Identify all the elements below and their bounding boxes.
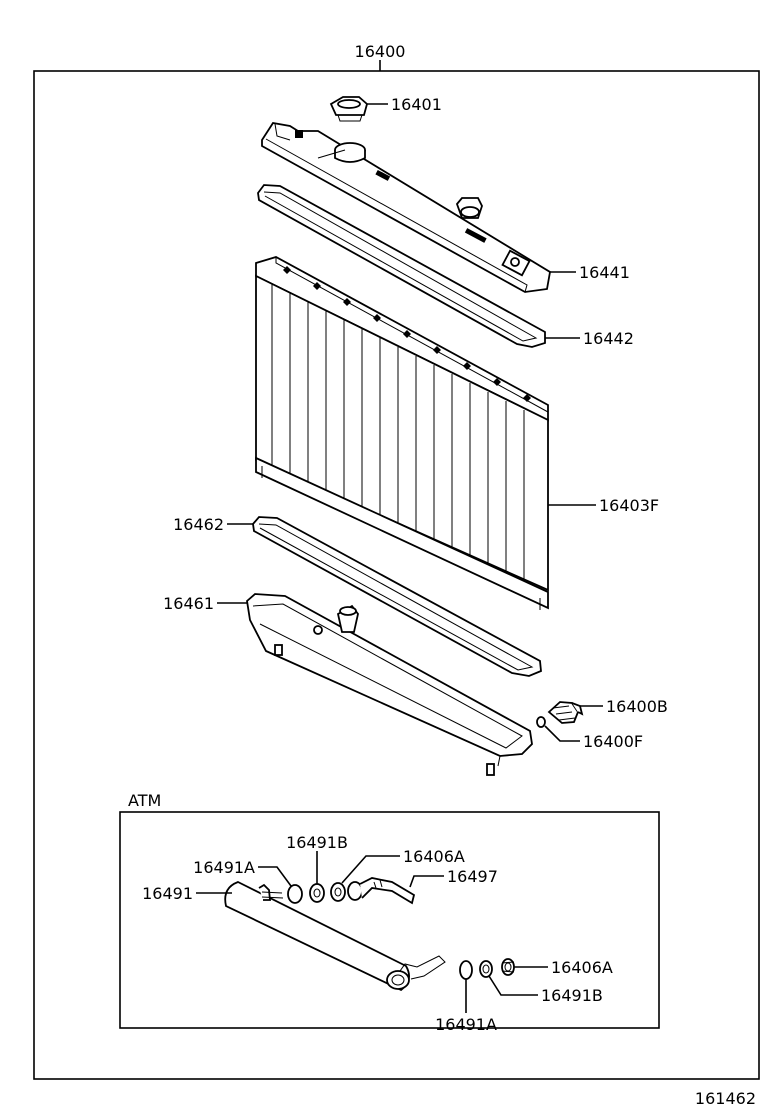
gasket-16491B-top <box>309 883 325 903</box>
leader-16406A-top <box>341 855 400 884</box>
leader-16400F <box>544 725 580 742</box>
label-16491: 16491 <box>142 884 193 903</box>
main-frame <box>33 70 760 1080</box>
label-16400B: 16400B <box>606 697 668 716</box>
drain-cock <box>547 701 584 724</box>
label-16401: 16401 <box>391 95 442 114</box>
label-16491B-right: 16491B <box>541 986 603 1005</box>
leader-16491B-right <box>488 975 538 996</box>
label-16406A-top: 16406A <box>403 847 465 866</box>
label-16406A-right: 16406A <box>551 958 613 977</box>
oring-16491A-top <box>287 884 303 904</box>
upper-tank <box>261 122 551 293</box>
radiator-core <box>255 256 549 610</box>
upper-gasket <box>257 184 546 348</box>
drain-oring <box>536 716 546 728</box>
label-16400F: 16400F <box>583 732 643 751</box>
oil-cooler <box>224 881 446 992</box>
oring-16491A-bottom <box>459 960 473 980</box>
union-16406A-right <box>501 958 515 976</box>
label-16403F: 16403F <box>599 496 659 515</box>
label-16491B-top: 16491B <box>286 833 348 852</box>
label-16441: 16441 <box>579 263 630 282</box>
label-16497: 16497 <box>447 867 498 886</box>
label-16491A-top: 16491A <box>193 858 255 877</box>
atm-label: ATM <box>128 791 161 810</box>
gasket-16491B-right <box>479 960 493 978</box>
radiator-cap <box>329 96 369 122</box>
lower-gasket <box>252 516 542 677</box>
figure-number-label: 161462 <box>695 1089 756 1108</box>
label-16442: 16442 <box>583 329 634 348</box>
label-16491A-bottom: 16491A <box>435 1015 497 1034</box>
union-16406A-top <box>330 882 346 902</box>
pipe-16497 <box>347 877 416 905</box>
leader-16497 <box>409 875 444 888</box>
lower-tank <box>246 593 533 776</box>
assembly-number-label: 16400 <box>355 42 406 61</box>
leader-16491A-top <box>258 866 292 887</box>
label-16462: 16462 <box>173 515 224 534</box>
atm-frame <box>119 811 660 1029</box>
label-16461: 16461 <box>163 594 214 613</box>
